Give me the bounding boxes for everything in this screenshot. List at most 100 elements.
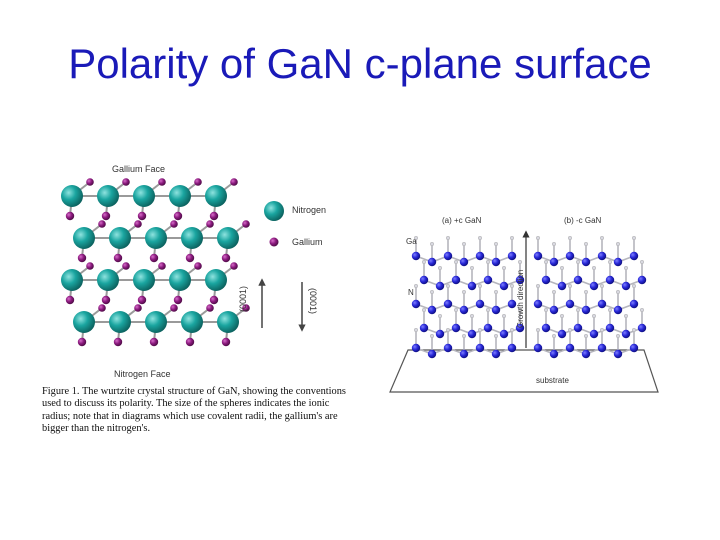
gallium-atom [170,220,178,228]
nitrogen-atom [181,311,203,333]
blue-atom [483,275,493,285]
blue-atom [557,329,567,339]
slide-title: Polarity of GaN c-plane surface [68,40,652,87]
gallium-atom [65,295,75,305]
nitrogen-atom [205,185,227,207]
small-atom [567,283,572,288]
small-atom [485,260,490,265]
blue-atom [467,281,477,291]
nitrogen-atom [145,227,167,249]
small-atom [469,266,474,271]
blue-atom [411,343,421,353]
gallium-atom [86,262,94,270]
blue-atom [443,299,453,309]
small-atom [438,266,443,271]
small-atom [517,260,522,265]
arrow-down-label: (0001) [308,288,318,315]
small-atom [493,333,498,338]
small-atom [559,266,564,271]
small-atom [583,333,588,338]
gallium-atom [194,262,202,270]
gallium-atom [137,295,147,305]
small-atom [631,236,636,241]
small-atom [493,242,498,247]
small-atom [501,266,506,271]
blue-atom [637,323,647,333]
small-atom [461,289,466,294]
blue-atom [459,257,469,267]
small-atom [501,313,506,318]
nitrogen-atom [73,311,95,333]
legend-nitrogen-label: Nitrogen [292,205,327,215]
substrate-label: substrate [536,376,569,385]
gallium-atom [158,178,166,186]
small-atom [430,333,435,338]
small-atom [446,327,451,332]
small-atom [551,242,556,247]
small-atom [567,327,572,332]
small-atom [583,242,588,247]
blue-atom [507,343,517,353]
gallium-atom [242,304,250,312]
small-atom [543,307,548,312]
small-atom [414,283,419,288]
gallium-atom [209,211,219,221]
small-atom [535,236,540,241]
panel-b-label: (b) -c GaN [564,216,602,225]
legend-nitrogen-sphere [264,201,284,221]
blue-atom [613,349,623,359]
blue-atom [621,281,631,291]
small-atom [430,289,435,294]
small-atom [414,236,419,241]
blue-atom [581,305,591,315]
gallium-atom [230,262,238,270]
blue-atom [549,257,559,267]
figure-caption: Figure 1. The wurtzite crystal structure… [42,386,352,436]
blue-atom [491,305,501,315]
nitrogen-atom [205,269,227,291]
nitrogen-atom [145,311,167,333]
small-atom [414,327,419,332]
nitrogen-atom [169,185,191,207]
blue-atom [565,299,575,309]
blue-atom [573,323,583,333]
nitrogen-atom [169,269,191,291]
small-atom [567,236,572,241]
small-atom [485,307,490,312]
small-atom [509,283,514,288]
small-atom [623,266,628,271]
nitrogen-atom [133,185,155,207]
blue-atom [613,257,623,267]
small-atom [639,307,644,312]
blue-atom [581,349,591,359]
blue-atom [613,305,623,315]
small-atom [517,307,522,312]
small-atom [446,236,451,241]
small-atom [535,327,540,332]
gallium-atom [134,220,142,228]
ga-label: Ga [406,237,417,246]
small-atom [615,289,620,294]
gallium-atom [122,178,130,186]
gallium-atom [137,211,147,221]
nitrogen-atom [97,185,119,207]
small-atom [438,313,443,318]
blue-atom [597,299,607,309]
blue-atom [629,299,639,309]
blue-atom [499,281,509,291]
gallium-atom [206,304,214,312]
gallium-atom [122,262,130,270]
blue-atom [549,349,559,359]
blue-atom [581,257,591,267]
blue-atom [459,305,469,315]
blue-atom [507,251,517,261]
blue-atom [483,323,493,333]
small-atom [591,313,596,318]
small-atom [551,333,556,338]
blue-atom [475,343,485,353]
small-atom [599,283,604,288]
blue-atom [621,329,631,339]
blue-atom [459,349,469,359]
blue-atom [491,349,501,359]
blue-atom [533,299,543,309]
